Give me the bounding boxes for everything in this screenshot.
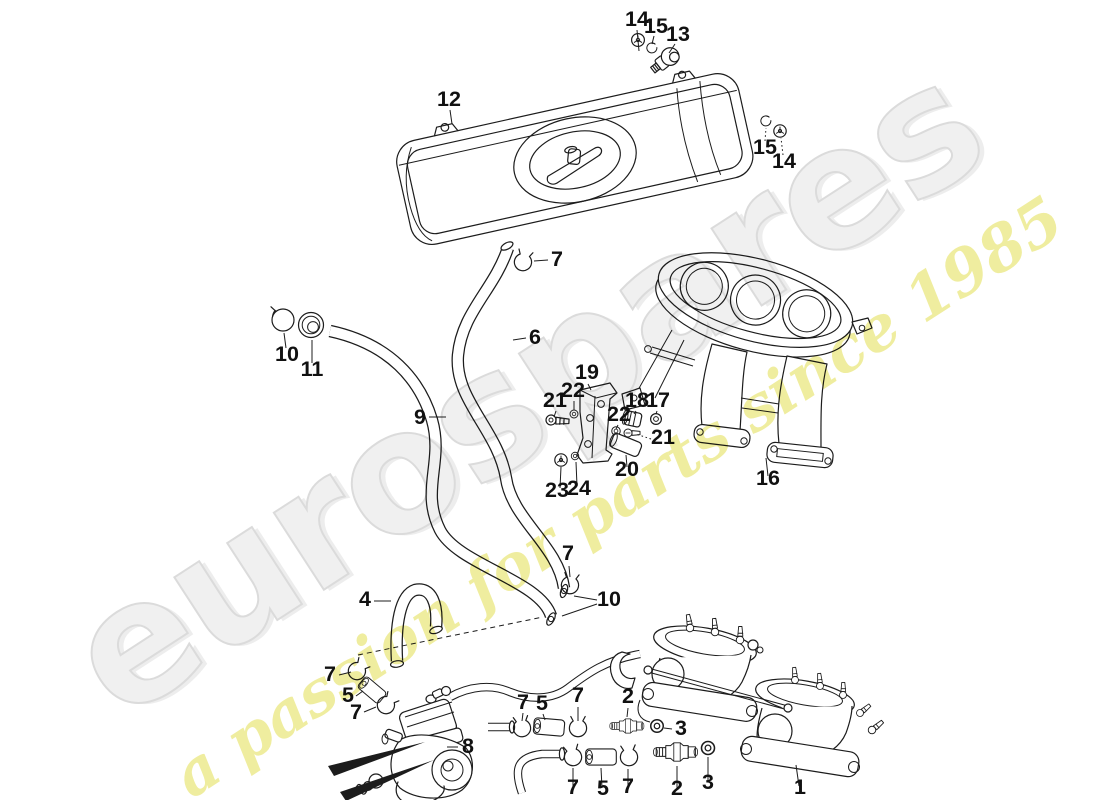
washer-3-upper [650,719,664,733]
callout-21-b: 21 [651,425,675,449]
check-valve-2-upper [609,718,645,734]
callout-15-top: 15 [644,14,668,38]
callout-14-right: 14 [772,149,796,173]
hose-clamp-7-b [376,690,400,715]
callout-1: 1 [794,775,806,799]
bracket-19 [576,382,618,464]
hose-clamp-7-a [347,656,371,681]
callout-7-mid: 7 [562,541,574,565]
carburetor-cluster [609,613,885,778]
callout-16: 16 [756,466,780,490]
washer-3-lower [700,740,716,756]
washer-22-left [569,409,579,419]
wing-nut-emblem [546,145,603,185]
hose-4 [389,583,443,668]
hose-segment-5-a [357,676,387,704]
callout-5-a: 5 [342,683,354,707]
check-valve-2-lower [653,742,698,762]
callout-7-d: 7 [572,683,584,707]
callout-2-up: 2 [622,684,634,708]
callout-11: 11 [301,357,324,381]
callout-7-a: 7 [324,662,336,686]
washer-24 [570,451,580,461]
callout-20: 20 [615,457,639,481]
callout-24: 24 [567,476,591,500]
callout-17: 17 [646,388,670,412]
callout-22-b: 22 [607,402,631,426]
callout-23: 23 [545,478,569,502]
callout-8: 8 [462,734,474,758]
valve-13 [650,47,680,74]
nut-23 [554,453,568,467]
hose-9 [328,324,557,626]
callout-labels: 14 15 13 12 15 14 7 6 10 11 9 19 22 21 1… [275,7,806,800]
callout-4: 4 [359,587,371,611]
bushing-18 [621,409,643,428]
screw-21-right [623,428,641,438]
callout-7-e: 7 [567,775,579,799]
callout-3-low: 3 [702,770,714,794]
callout-21-a: 21 [543,388,567,412]
callout-5-b: 5 [536,691,548,715]
fuel-supply-hose [447,649,641,702]
callout-6: 6 [529,325,541,349]
hose-segment-5-c [585,748,617,766]
callout-13-top: 13 [666,22,690,46]
hose-clamp-7-f [619,744,639,767]
washer-15-right [760,115,772,127]
callout-9: 9 [414,405,426,429]
callout-12: 12 [437,87,461,111]
nut-14-right [773,124,787,138]
callout-5-c: 5 [597,776,609,800]
callout-3-up: 3 [675,716,687,740]
washer-17 [649,412,663,426]
callout-7-top: 7 [551,247,563,271]
hose-segment-5-b [532,717,566,737]
intake-manifold [621,252,873,469]
callout-14-top: 14 [625,7,649,31]
callout-2-low: 2 [671,776,683,800]
callout-7-b: 7 [350,700,362,724]
bolt-21-left [545,414,570,426]
hose-clamp-7-d [568,715,588,738]
hose-clamp-7-c [512,715,532,738]
fuel-pump [328,685,473,800]
hose-clamp-7-mid [560,571,580,595]
callout-7-c: 7 [517,690,529,714]
grommet-11 [297,311,325,339]
callout-19: 19 [575,360,599,384]
leader-lines [283,29,800,789]
callout-22-a: 22 [561,378,585,402]
cap-10 [270,306,295,332]
washer-15-top [646,42,658,54]
hose-clamp-7-e [562,743,583,767]
spacer-20 [609,432,643,457]
hose-clamp-7-top [513,248,534,272]
callout-10-mid: 10 [597,587,621,611]
air-cleaner-housing [396,70,754,246]
callout-10-left: 10 [275,342,299,366]
callout-18: 18 [625,388,649,412]
callout-15-right: 15 [753,135,777,159]
callout-7-f: 7 [622,774,634,798]
